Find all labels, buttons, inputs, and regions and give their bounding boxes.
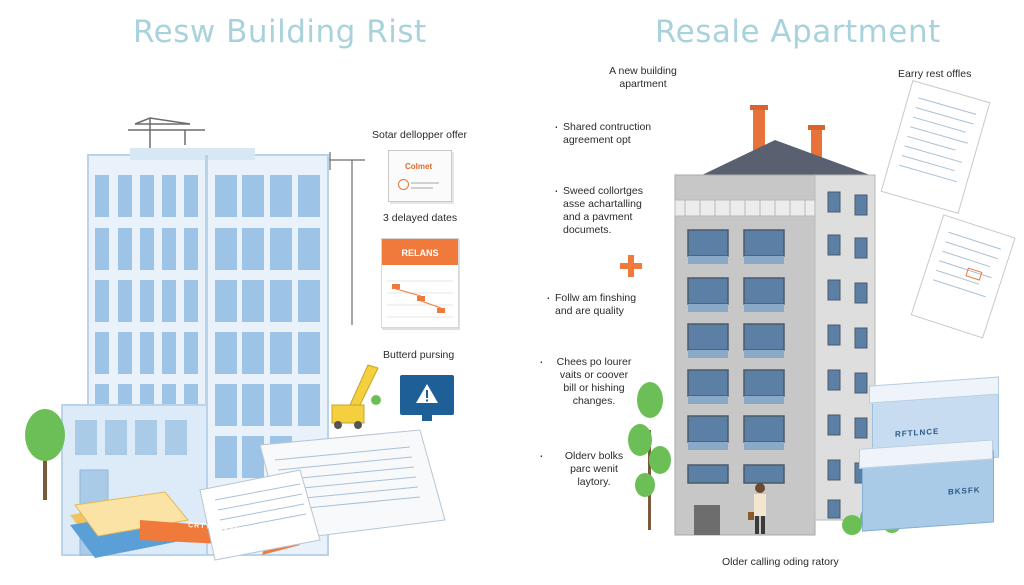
tree-right-icon: [628, 382, 671, 530]
tree-icon: [25, 409, 65, 500]
new-building-label: A new building apartment: [609, 65, 677, 90]
calendar-header: RELANS: [401, 248, 439, 258]
sweed-documents-label: Sweed collortges asse achartalling and a…: [554, 184, 643, 237]
box-bottom-label: BKSFK: [948, 485, 981, 497]
developer-offer-document-icon: Colmet: [388, 150, 452, 202]
calendar-icon: RELANS: [381, 238, 459, 328]
alert-monitor-icon: [400, 375, 454, 421]
developer-offer-label: Sotar dellopper offer: [372, 129, 467, 141]
excavator-icon: [331, 364, 381, 429]
doc-stamp-icon: [398, 179, 409, 190]
person-icon: [748, 483, 766, 534]
older-books-label: Olderv bolks parс wenit laytory.: [539, 449, 640, 489]
resale-tower-illustration: [628, 105, 900, 536]
crane-icon: [128, 117, 205, 150]
changes-label: Chees po lourer vaits or coover bill or …: [539, 355, 640, 408]
shared-agreement-label: Shared contruction agreement opt: [554, 120, 651, 147]
archive-box: BKSFK: [859, 439, 994, 532]
finishing-quality-label: Follw am finshing and are quality: [546, 291, 636, 318]
bottom-caption: Older calling oding ratory: [722, 556, 839, 568]
right-title: Resale Apartment: [655, 14, 941, 50]
floating-documents: [880, 80, 1016, 339]
box-top-label: RFTLNCE: [895, 426, 940, 439]
new-building-illustration: [25, 117, 446, 561]
plus-icon: [620, 255, 642, 277]
doc-header: Colmet: [405, 162, 433, 171]
buttered-pursing-label: Butterd pursing: [383, 349, 455, 361]
early-offices-label: Earry rest offles: [898, 68, 972, 80]
left-title: Resw Building Rist: [133, 14, 427, 50]
delayed-dates-label: 3 delayed dates: [383, 212, 458, 224]
